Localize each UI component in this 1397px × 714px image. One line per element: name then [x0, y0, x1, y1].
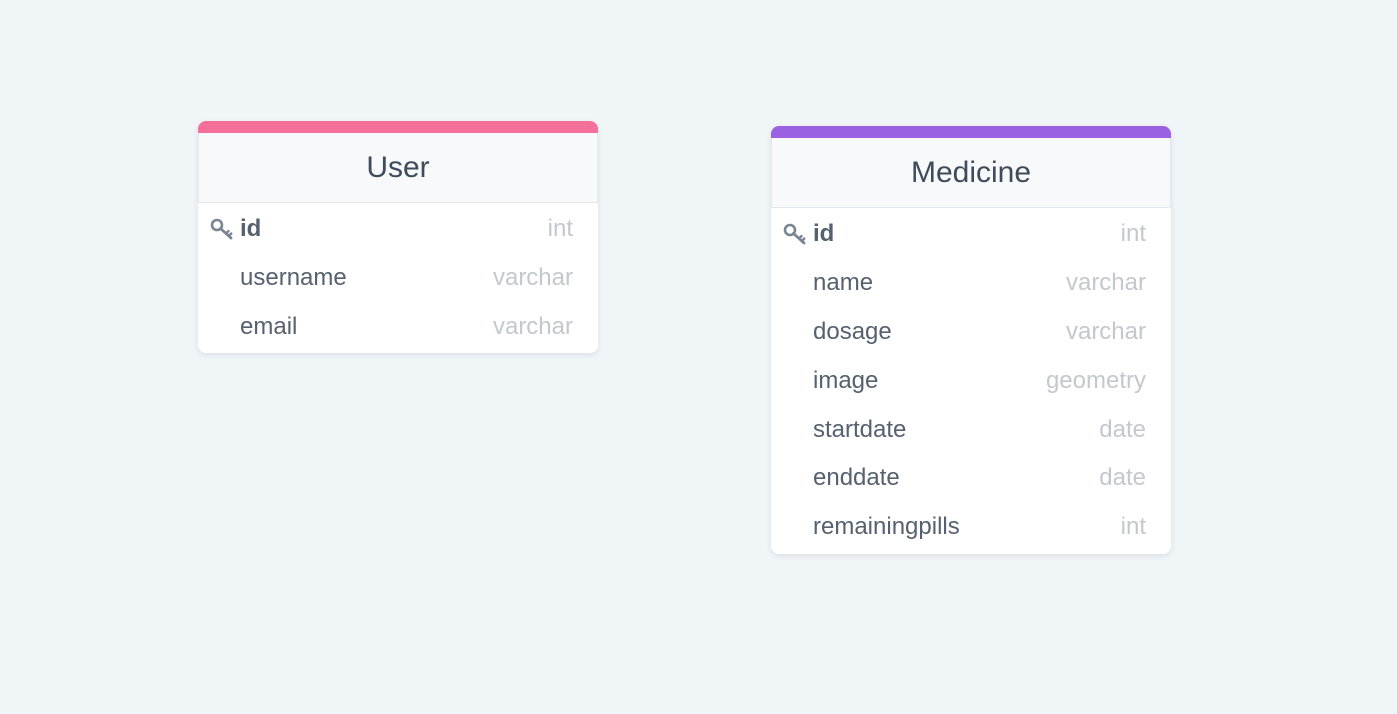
field-name: name [813, 269, 874, 297]
field-row[interactable]: email varchar [198, 303, 598, 352]
field-name: remainingpills [813, 513, 960, 541]
field-row[interactable]: startdate date [771, 405, 1171, 454]
field-name: email [240, 312, 298, 340]
table-accent-bar [771, 126, 1171, 138]
field-row[interactable]: image geometry [771, 356, 1171, 405]
key-icon [783, 223, 806, 245]
table-medicine[interactable]: Medicine id int name varchar dosage varc… [771, 126, 1171, 554]
table-title: User [366, 150, 430, 184]
field-type: int [547, 215, 573, 243]
field-type: varchar [1065, 269, 1146, 297]
field-type: geometry [1045, 366, 1146, 394]
field-name: username [240, 264, 347, 292]
field-type: date [1099, 464, 1146, 492]
field-row[interactable]: name varchar [771, 259, 1171, 308]
field-row[interactable]: enddate date [771, 454, 1171, 503]
field-type: varchar [492, 312, 573, 340]
field-row[interactable]: remainingpills int [771, 503, 1171, 552]
field-type: varchar [492, 264, 573, 292]
field-name: enddate [813, 464, 900, 492]
field-name: dosage [813, 317, 892, 345]
key-icon [210, 218, 233, 240]
field-name: id [813, 220, 835, 248]
field-name: startdate [813, 415, 907, 443]
field-type: date [1099, 415, 1146, 443]
field-name: image [813, 366, 879, 394]
field-name: id [240, 215, 262, 243]
field-list: id int name varchar dosage varchar image… [771, 208, 1171, 554]
field-row[interactable]: id int [198, 205, 598, 254]
field-type: varchar [1065, 317, 1146, 345]
table-title: Medicine [910, 155, 1032, 189]
field-type: int [1120, 220, 1146, 248]
table-user[interactable]: User id int username varchar email varch… [198, 121, 598, 354]
table-header[interactable]: User [198, 133, 598, 203]
field-type: int [1120, 513, 1146, 541]
table-accent-bar [198, 121, 598, 133]
table-header[interactable]: Medicine [771, 138, 1171, 208]
field-list: id int username varchar email varchar [198, 203, 598, 353]
field-row[interactable]: username varchar [198, 254, 598, 303]
field-row[interactable]: id int [771, 210, 1171, 259]
field-row[interactable]: dosage varchar [771, 308, 1171, 357]
